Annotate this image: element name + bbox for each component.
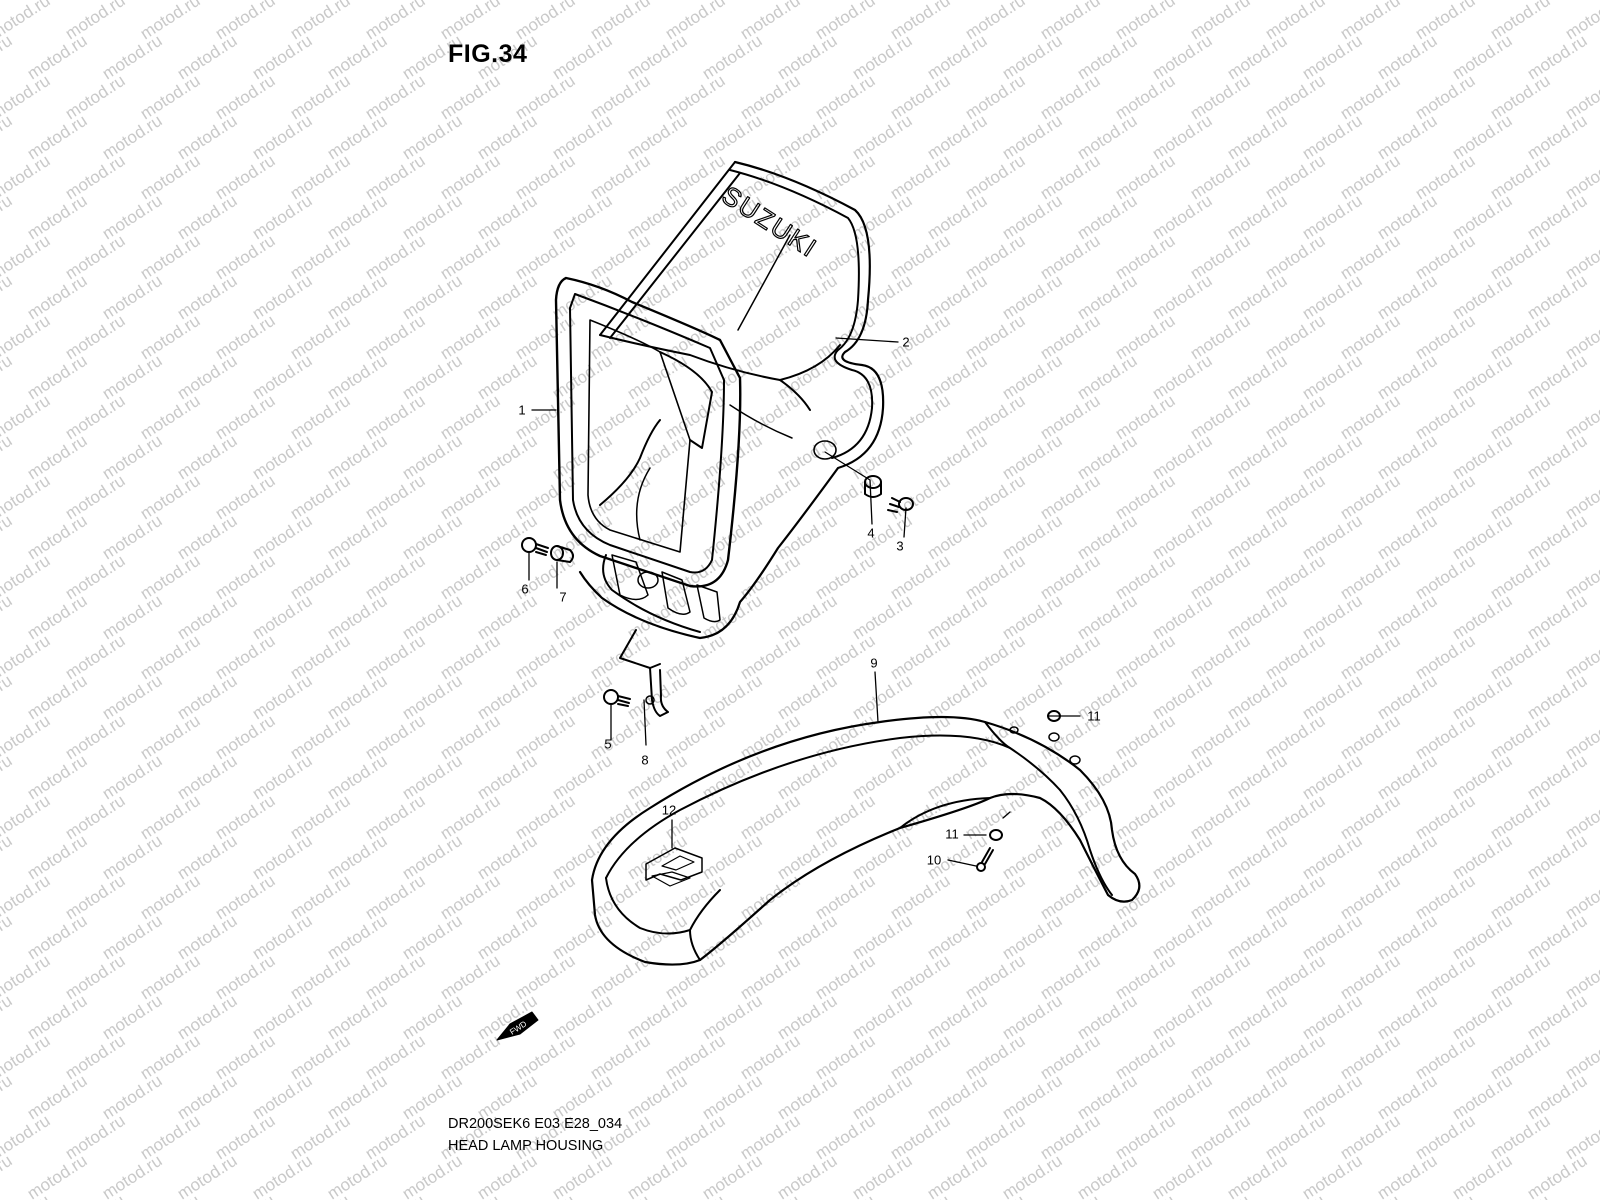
- callout-7: 7: [559, 589, 567, 605]
- bolt-part-6: [521, 537, 549, 556]
- front-fender: [590, 715, 1141, 966]
- callout-12: 12: [661, 802, 677, 818]
- callout-2: 2: [902, 334, 910, 350]
- callout-11-upper: 11: [1087, 708, 1101, 724]
- callout-11-lower: 11: [945, 826, 959, 842]
- head-lamp-housing: SUZUKI: [554, 160, 885, 640]
- callout-10: 10: [926, 852, 942, 868]
- diagram-code: DR200SEK6 E03 E28_034: [448, 1116, 623, 1132]
- callout-8: 8: [641, 752, 649, 768]
- visor-brand-text: SUZUKI: [717, 180, 823, 264]
- rubber-bushing-part-4: [864, 475, 882, 498]
- figure-title: FIG.34: [448, 40, 528, 68]
- fwd-arrow-icon: FWD: [496, 1011, 539, 1041]
- callout-1: 1: [518, 402, 526, 418]
- bracket-part-8: [619, 629, 669, 717]
- callout-4: 4: [867, 525, 875, 541]
- leader-lines: [528, 337, 1081, 867]
- bolt-part-5: [603, 689, 631, 707]
- screw-part-10: [976, 847, 994, 872]
- diagram-caption: HEAD LAMP HOUSING: [448, 1138, 604, 1154]
- callout-5: 5: [604, 736, 612, 752]
- callout-9: 9: [870, 655, 878, 671]
- rubber-bushing-part-7: [550, 545, 574, 563]
- bolt-part-3: [887, 497, 914, 513]
- callout-3: 3: [896, 538, 904, 554]
- callout-6: 6: [521, 581, 529, 597]
- fastener-part-11-lower: [989, 829, 1003, 841]
